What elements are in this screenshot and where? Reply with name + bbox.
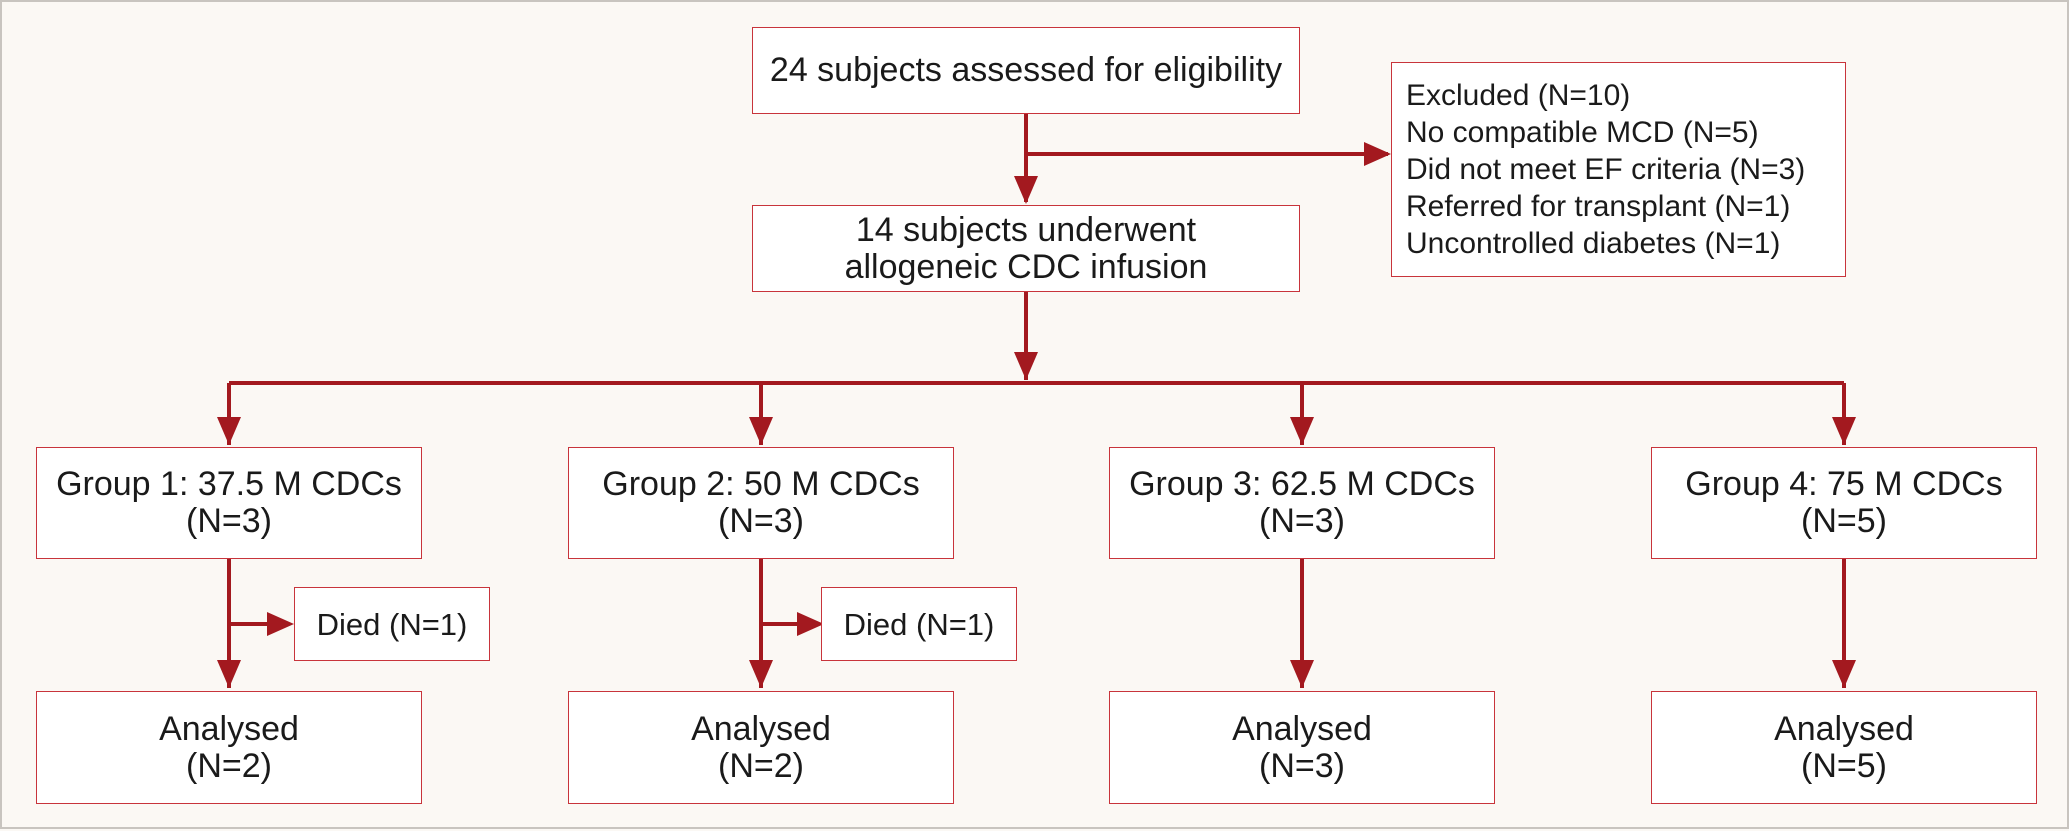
group-1-label: Group 1: 37.5 M CDCs [56,465,402,503]
analysed-4-label: Analysed [1774,709,1914,748]
assessed-text: 24 subjects assessed for eligibility [769,51,1283,89]
excluded-reason: Referred for transplant (N=1) [1406,190,1791,223]
arrowhead-analysed-1 [217,660,241,688]
arrowhead-died-2 [797,612,824,636]
analysed-3-box: Analysed (N=3) [1109,691,1495,804]
excluded-reason: Uncontrolled diabetes (N=1) [1406,227,1781,260]
arrowhead-analysed-4 [1832,660,1856,688]
analysed-2-label: Analysed [691,709,831,748]
group-2-box: Group 2: 50 M CDCs (N=3) [568,447,954,559]
group-2-label: Group 2: 50 M CDCs [602,465,920,503]
analysed-3-n: (N=3) [1259,746,1345,785]
excluded-title: Excluded (N=10) [1406,79,1631,112]
infused-line-1: 14 subjects underwent [855,210,1197,249]
analysed-4-n: (N=5) [1801,746,1887,785]
analysed-1-n: (N=2) [186,746,272,785]
arrowhead-group-2 [749,417,773,445]
assessed-box: 24 subjects assessed for eligibility [752,27,1300,114]
analysed-2-n: (N=2) [718,746,804,785]
excluded-reason: No compatible MCD (N=5) [1406,116,1759,149]
arrowhead-excluded [1364,142,1391,166]
infused-box: 14 subjects underwent allogeneic CDC inf… [752,205,1300,292]
group-3-box: Group 3: 62.5 M CDCs (N=3) [1109,447,1495,559]
died-box-1: Died (N=1) [294,587,490,661]
died-box-2: Died (N=1) [821,587,1017,661]
analysed-4-box: Analysed (N=5) [1651,691,2037,804]
arrowhead-group-4 [1832,417,1856,445]
excluded-reason: Did not meet EF criteria (N=3) [1406,153,1806,186]
analysed-1-label: Analysed [159,709,299,748]
arrowhead-died-1 [267,612,294,636]
group-3-label: Group 3: 62.5 M CDCs [1129,465,1475,503]
arrowhead-analysed-2 [749,660,773,688]
group-2-n: (N=3) [718,502,804,540]
arrowhead-group-1 [217,417,241,445]
group-1-box: Group 1: 37.5 M CDCs (N=3) [36,447,422,559]
arrowhead-bar [1014,352,1038,380]
excluded-box: Excluded (N=10) No compatible MCD (N=5) … [1391,62,1846,277]
arrowhead-infused [1014,176,1038,204]
analysed-1-box: Analysed (N=2) [36,691,422,804]
group-3-n: (N=3) [1259,502,1345,540]
group-4-label: Group 4: 75 M CDCs [1685,465,2003,503]
arrowhead-group-3 [1290,417,1314,445]
group-4-n: (N=5) [1801,502,1887,540]
analysed-2-box: Analysed (N=2) [568,691,954,804]
died-2-text: Died (N=1) [843,606,995,642]
died-1-text: Died (N=1) [316,606,468,642]
arrowhead-analysed-3 [1290,660,1314,688]
infused-line-2: allogeneic CDC infusion [844,247,1208,286]
analysed-3-label: Analysed [1232,709,1372,748]
group-4-box: Group 4: 75 M CDCs (N=5) [1651,447,2037,559]
group-1-n: (N=3) [186,502,272,540]
